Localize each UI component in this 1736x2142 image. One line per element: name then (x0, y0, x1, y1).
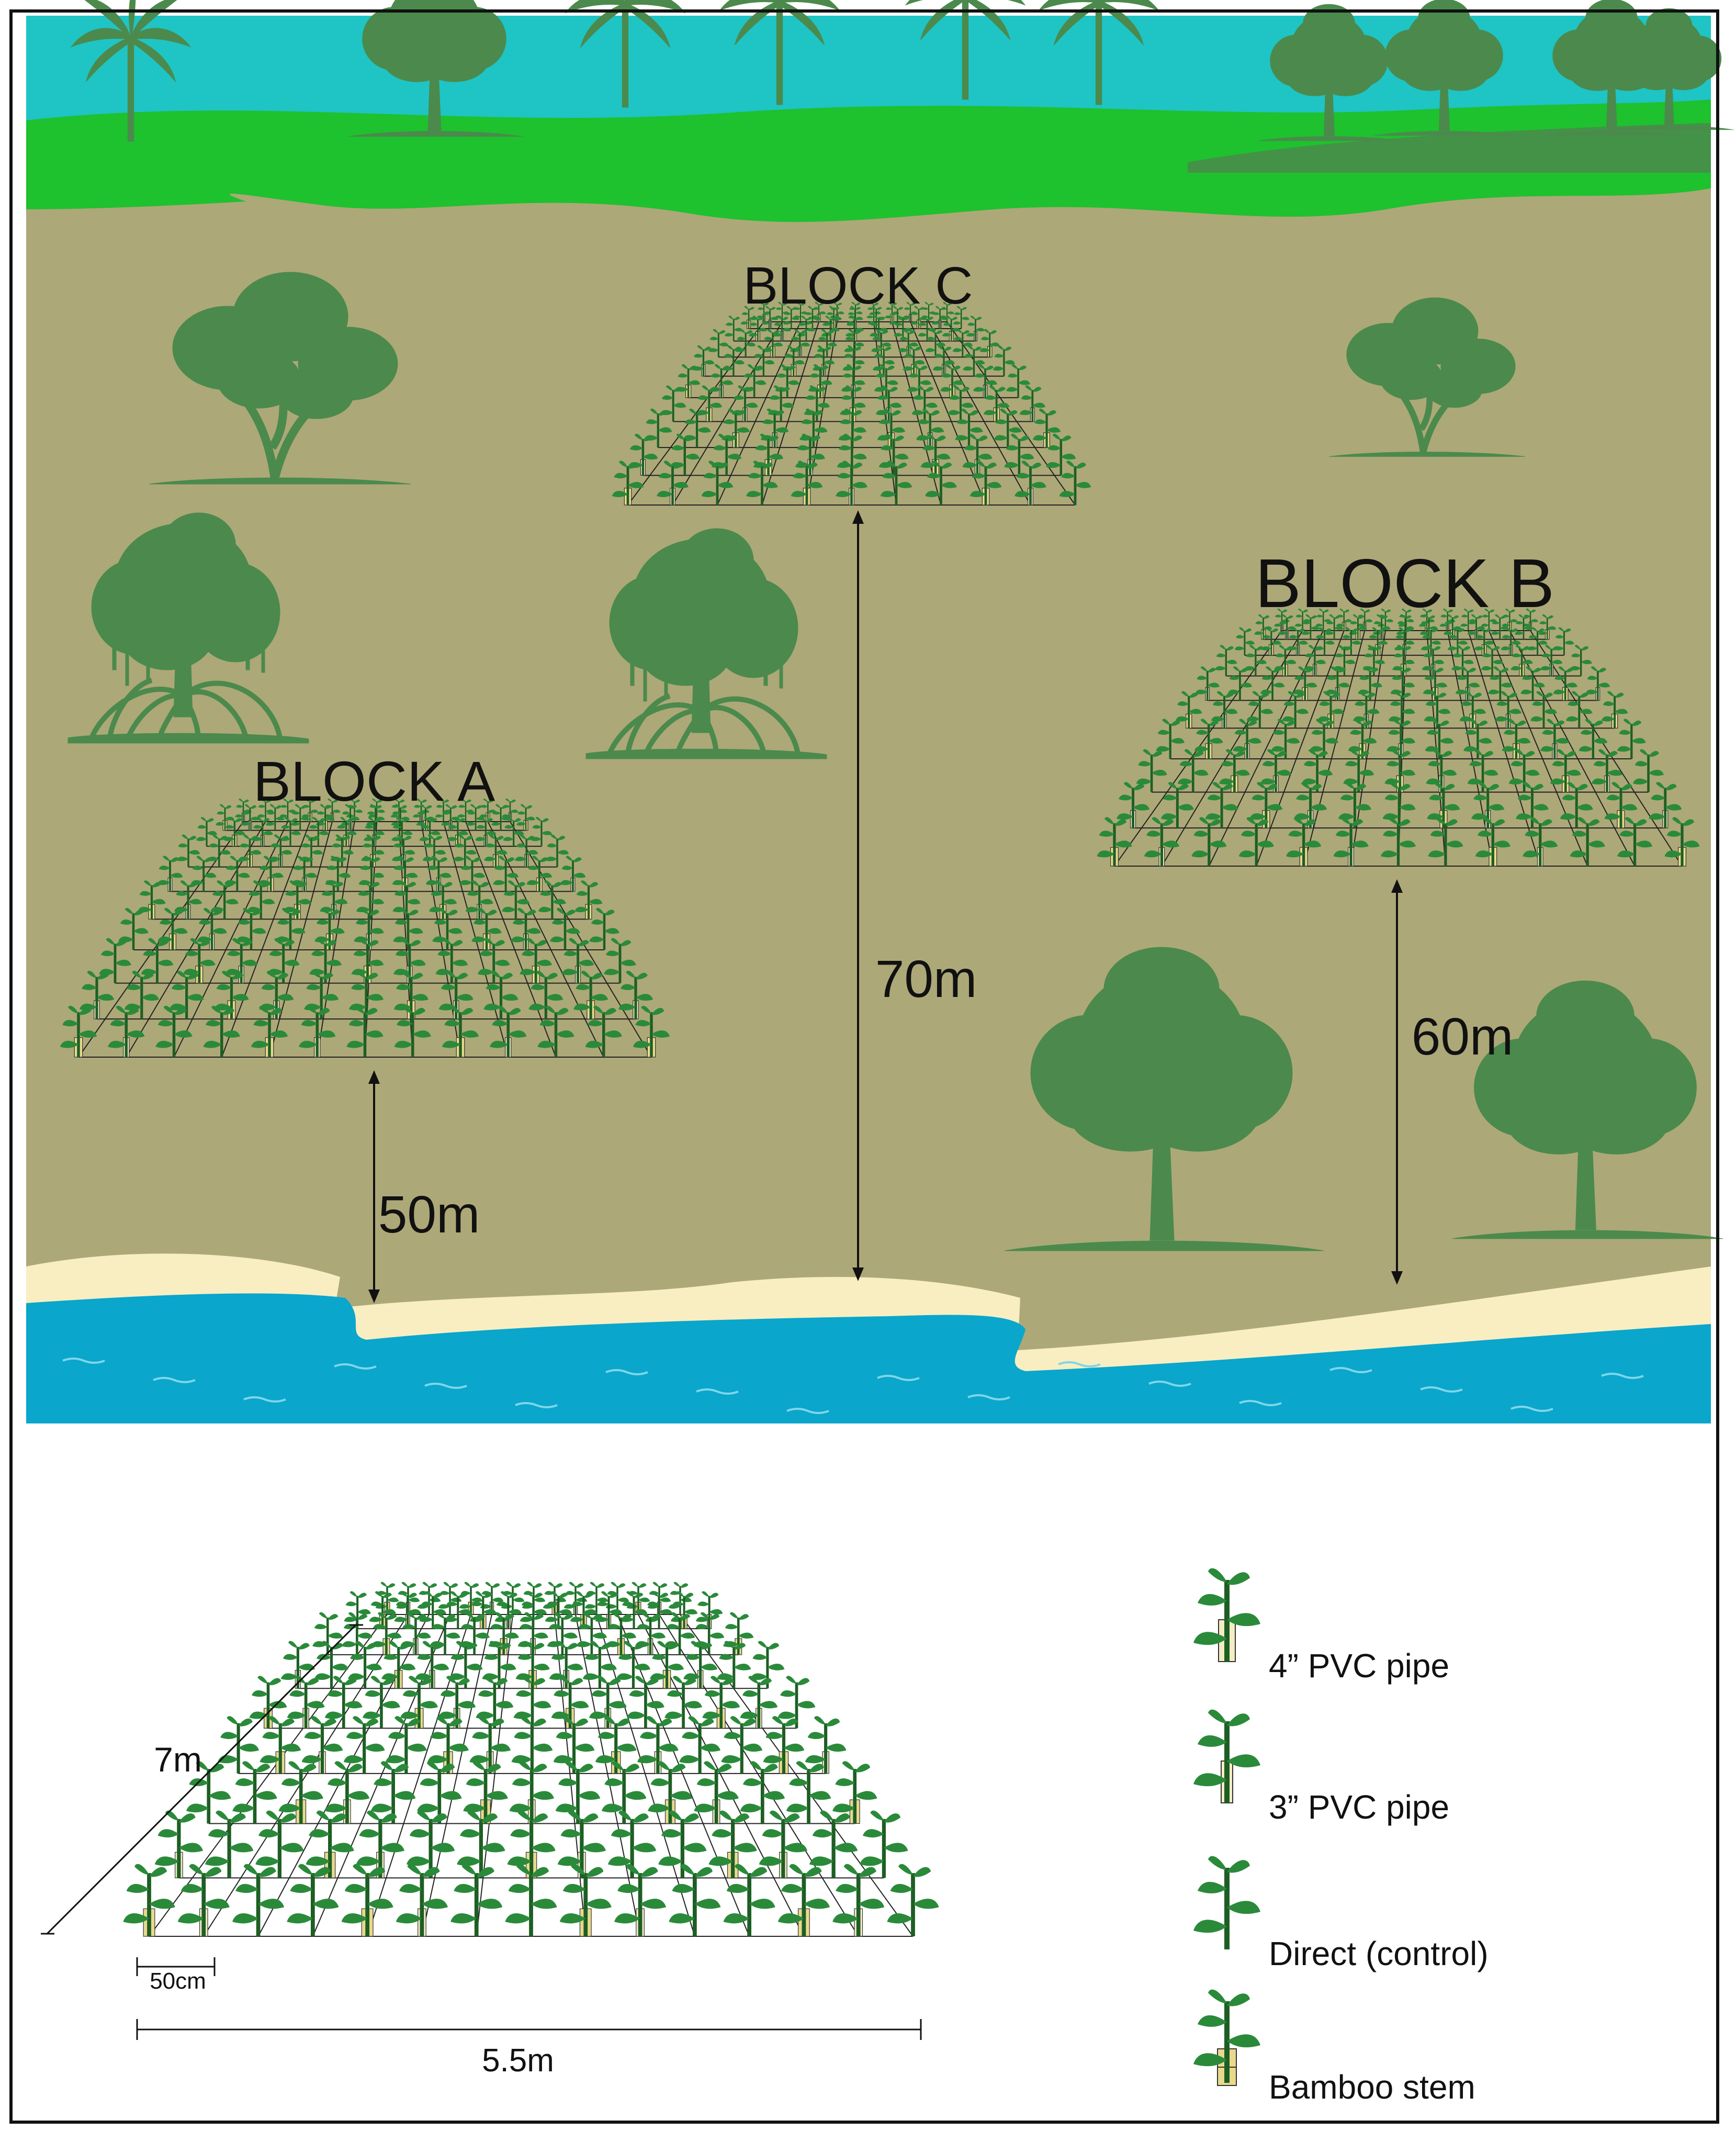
legend-label-pvc4: 4” PVC pipe (1269, 1647, 1449, 1685)
grid-line (1208, 630, 1324, 867)
spacing-label: 50cm (150, 1968, 206, 1994)
planting-grid (60, 798, 670, 1058)
arrow-head (852, 510, 864, 524)
planting-grid (1097, 608, 1699, 867)
arrow-head (368, 1070, 380, 1084)
wave (515, 1402, 558, 1408)
legend-item-bamboo: Bamboo stem (1193, 1990, 1475, 2106)
arrow-head (852, 1268, 864, 1281)
planting-grid (123, 1581, 939, 1937)
wave (1148, 1381, 1191, 1387)
wave (605, 1369, 648, 1375)
grid-line (312, 1614, 450, 1937)
figure-border (9, 9, 1719, 2124)
grid-line (1256, 630, 1345, 867)
legend-label-direct: Direct (control) (1269, 1935, 1489, 1972)
wave (786, 1408, 829, 1414)
wave (877, 1375, 920, 1381)
grid-line (465, 821, 557, 1058)
legend-label-bamboo: Bamboo stem (1269, 2068, 1475, 2106)
grid-line (680, 1614, 914, 1937)
distance-label-a: 50m (378, 1185, 480, 1244)
grid-line (717, 321, 801, 506)
arrow-head (1391, 879, 1403, 893)
legend-item-pvc4: 4” PVC pipe (1193, 1568, 1449, 1685)
grid-line (317, 821, 355, 1058)
grid-line (510, 821, 652, 1058)
legend-label-pvc3: 3” PVC pipe (1269, 1788, 1449, 1826)
grid-line (367, 1614, 471, 1937)
forest-edge (1188, 123, 1711, 173)
planting-grid (612, 301, 1091, 506)
arrow-head (1391, 1271, 1403, 1285)
wave (424, 1383, 467, 1389)
distance-label-c: 70m (875, 950, 977, 1008)
block-label-b: BLOCK B (1255, 545, 1554, 622)
wave (1420, 1386, 1463, 1393)
wave (243, 1396, 286, 1403)
grid-line (173, 821, 288, 1058)
grid-line (575, 1614, 641, 1937)
wave (153, 1377, 196, 1383)
grid-line (269, 821, 333, 1058)
grid-line (1530, 630, 1683, 867)
sea (26, 1293, 1711, 1423)
plot-layout-detail: 7m 50cm 5.5m (41, 1581, 939, 2079)
site-map: BLOCK A BLOCK C BLOCK B 50m 70m 60m (26, 0, 1734, 1423)
depth-dimension-line (46, 1624, 357, 1935)
grass-shore (26, 99, 1711, 222)
grid-line (928, 321, 1031, 506)
wave (1601, 1373, 1644, 1379)
wave (1239, 1400, 1282, 1406)
grid-line (1303, 630, 1366, 867)
wave (1329, 1367, 1372, 1373)
wave (62, 1358, 105, 1364)
grid-line (221, 821, 311, 1058)
wave (334, 1363, 377, 1370)
grid-line (554, 1614, 587, 1937)
wave (1510, 1406, 1553, 1412)
grid-line (659, 1614, 859, 1937)
grid-line (1350, 630, 1386, 867)
block-label-c: BLOCK C (743, 256, 973, 315)
legend-item-direct: Direct (control) (1193, 1856, 1489, 1972)
distance-label-b: 60m (1412, 1007, 1514, 1066)
block-label-a: BLOCK A (253, 749, 495, 813)
legend-item-pvc3: 3” PVC pipe (1193, 1710, 1449, 1826)
wave (696, 1388, 739, 1395)
width-label: 5.5m (482, 2043, 554, 2079)
wave (1058, 1361, 1101, 1367)
depth-label: 7m (154, 1740, 202, 1779)
wave (967, 1394, 1010, 1400)
arrow-head (368, 1289, 380, 1303)
